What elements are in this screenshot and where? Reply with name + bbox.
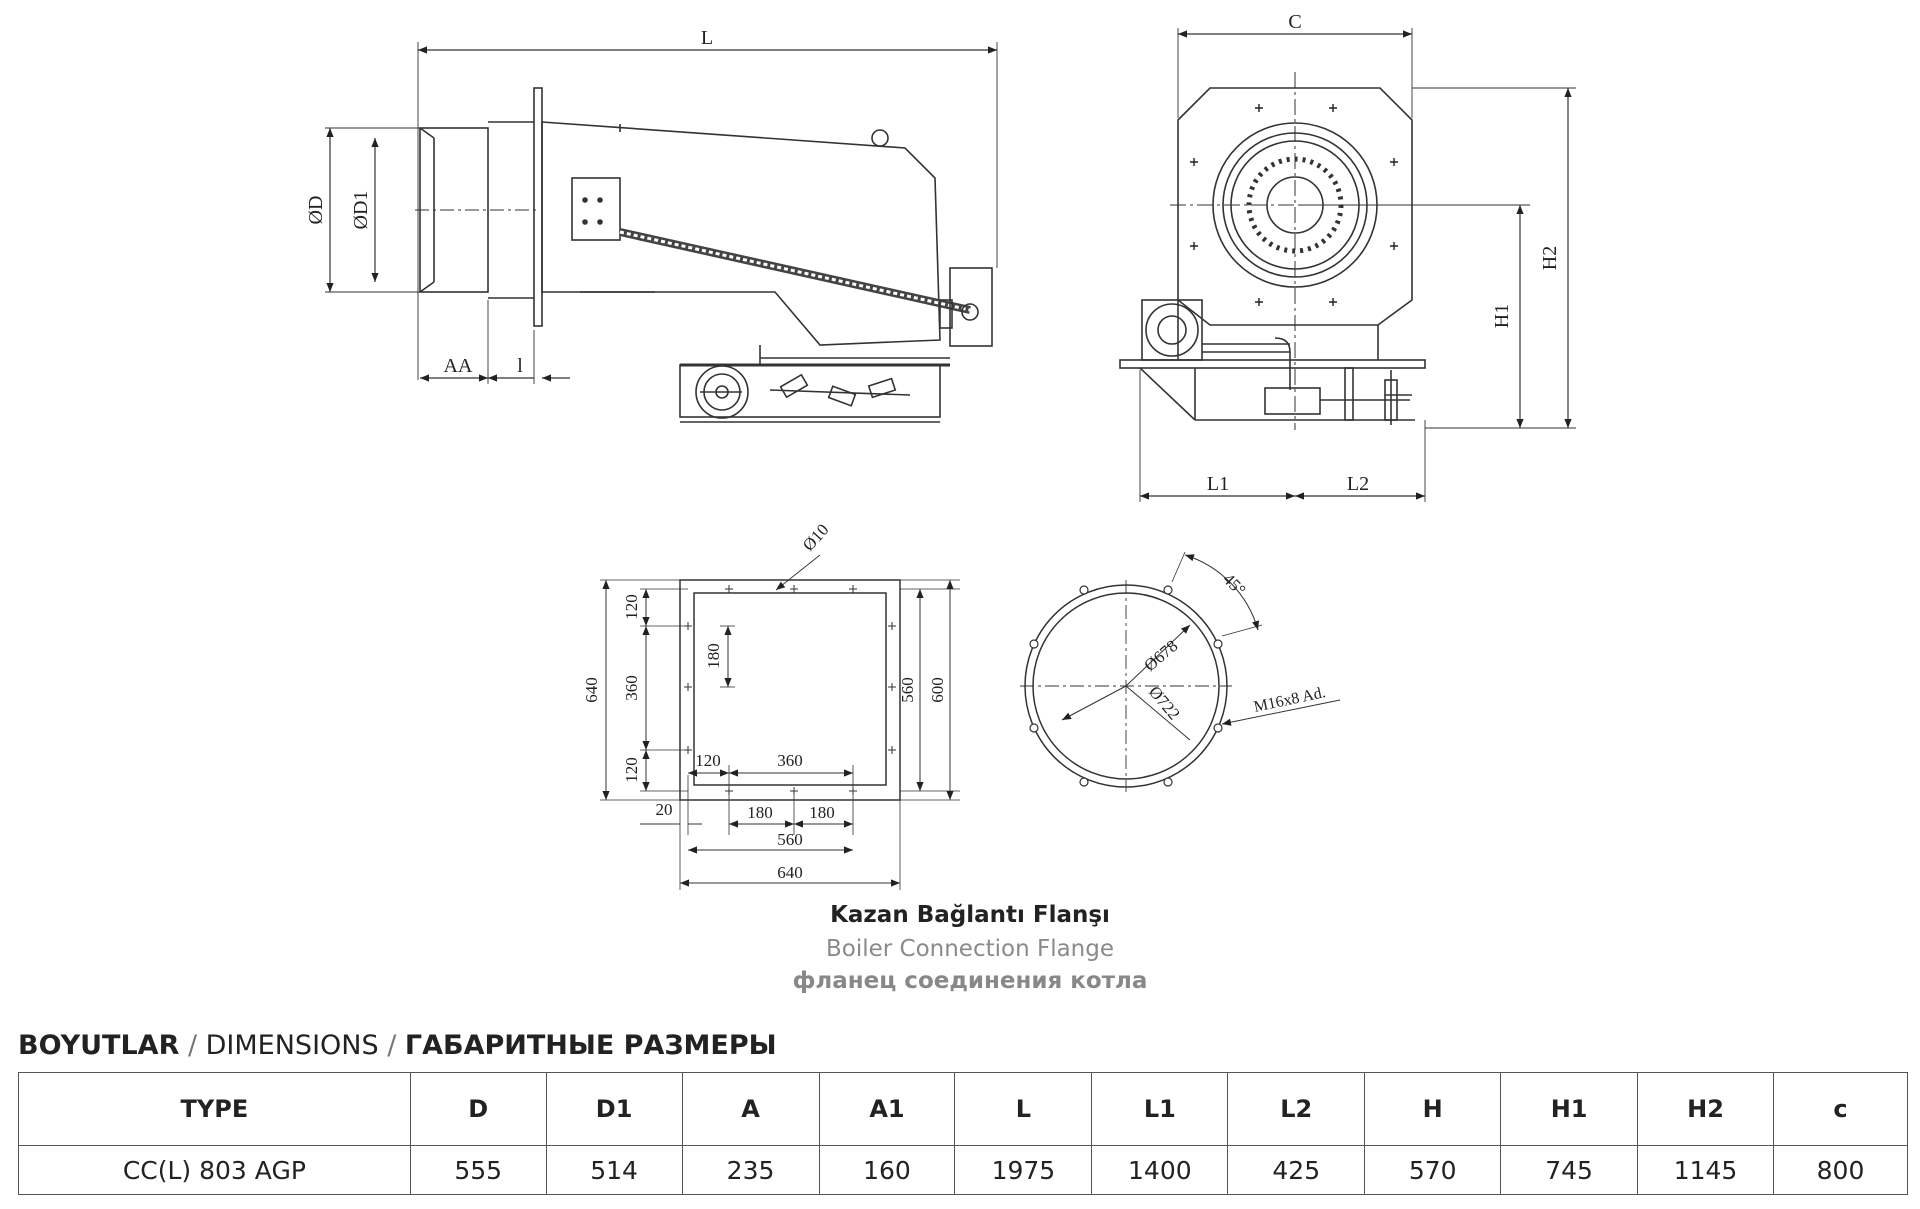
round-flange-dimensions bbox=[1061, 551, 1341, 741]
dim-D: ØD bbox=[305, 196, 327, 225]
heading-separator: / bbox=[179, 1030, 206, 1061]
dim-right-outer: 600 bbox=[928, 677, 947, 703]
round-flange-bolts bbox=[1029, 585, 1223, 787]
cell-type: CC(L) 803 AGP bbox=[18, 1145, 411, 1195]
dim-inner-vertical: 180 bbox=[704, 643, 723, 669]
dimensions-table: TYPE D D1 A A1 L L1 L2 H H1 H2 c CC(L) 8… bbox=[18, 1072, 1908, 1195]
header-d: D bbox=[409, 1072, 547, 1146]
header-d1: D1 bbox=[545, 1072, 683, 1146]
heading-turkish: BOYUTLAR bbox=[18, 1030, 180, 1061]
dim-H2: H2 bbox=[1539, 246, 1561, 270]
dim-bottom-outer: 640 bbox=[777, 863, 803, 882]
cell-d: 555 bbox=[409, 1145, 547, 1195]
cell-a1: 160 bbox=[818, 1145, 956, 1195]
table-header-row: TYPE D D1 A A1 L L1 L2 H H1 H2 c bbox=[18, 1072, 1908, 1146]
square-flange-dimensions bbox=[600, 554, 960, 890]
dim-L2: L2 bbox=[1347, 473, 1369, 495]
header-a1: A1 bbox=[818, 1072, 956, 1146]
dim-bottom-pitch-total: 360 bbox=[777, 751, 803, 770]
dim-bottom-pitch-1: 180 bbox=[747, 803, 773, 822]
dim-left-bottom: 120 bbox=[622, 757, 641, 783]
header-l1: L1 bbox=[1091, 1072, 1229, 1146]
cell-l1: 1400 bbox=[1091, 1145, 1229, 1195]
header-l2: L2 bbox=[1227, 1072, 1366, 1146]
cell-h1: 745 bbox=[1500, 1145, 1639, 1195]
caption-english: Boiler Connection Flange bbox=[825, 936, 1115, 962]
table-row: CC(L) 803 AGP 555 514 235 160 1975 1400 … bbox=[18, 1145, 1908, 1195]
dim-angle: 45° bbox=[1219, 569, 1249, 599]
dim-L1: L1 bbox=[1207, 473, 1229, 495]
side-view bbox=[415, 87, 993, 423]
dim-bolt-spec: M16x8 Ad. bbox=[1252, 684, 1327, 716]
dim-left-top: 120 bbox=[622, 594, 641, 620]
dim-L: L bbox=[701, 27, 713, 49]
heading-separator-2: / bbox=[378, 1030, 405, 1061]
cell-a: 235 bbox=[681, 1145, 820, 1195]
dim-overall-left: 640 bbox=[582, 677, 601, 703]
header-c: c bbox=[1773, 1072, 1908, 1146]
header-l: L bbox=[954, 1072, 1093, 1146]
dim-H1: H1 bbox=[1491, 304, 1513, 328]
dim-C: C bbox=[1288, 11, 1301, 33]
dim-D1: ØD1 bbox=[350, 191, 372, 230]
header-type: TYPE bbox=[18, 1072, 411, 1146]
cell-h: 570 bbox=[1364, 1145, 1502, 1195]
dim-hole-diameter: Ø10 bbox=[799, 520, 833, 554]
front-view-dimensions bbox=[1139, 28, 1576, 502]
dim-l: l bbox=[517, 355, 523, 377]
caption-russian: фланец соединения котла bbox=[792, 968, 1148, 994]
dim-left-middle: 360 bbox=[622, 675, 641, 701]
front-view bbox=[1119, 72, 1510, 430]
dim-bottom-inner: 560 bbox=[777, 830, 803, 849]
cell-l2: 425 bbox=[1227, 1145, 1366, 1195]
caption-turkish: Kazan Bağlantı Flanşı bbox=[830, 902, 1110, 928]
dim-inner-diameter: Ø678 bbox=[1140, 636, 1181, 675]
front-view-bolt-marks bbox=[1190, 104, 1398, 306]
cell-c: 800 bbox=[1773, 1145, 1908, 1195]
header-h2: H2 bbox=[1637, 1072, 1774, 1146]
heading-russian: ГАБАРИТНЫЕ РАЗМЕРЫ bbox=[404, 1030, 777, 1061]
header-h1: H1 bbox=[1500, 1072, 1639, 1146]
dim-AA: AA bbox=[444, 355, 473, 377]
dim-bottom-pitch-2: 180 bbox=[809, 803, 835, 822]
dim-bottom-offset: 120 bbox=[695, 751, 721, 770]
side-view-dimensions bbox=[325, 42, 998, 384]
header-h: H bbox=[1364, 1072, 1502, 1146]
dim-outer-diameter: Ø722 bbox=[1145, 682, 1184, 723]
cell-h2: 1145 bbox=[1637, 1145, 1774, 1195]
dim-edge-offset: 20 bbox=[656, 800, 673, 819]
cell-d1: 514 bbox=[545, 1145, 683, 1195]
cell-l: 1975 bbox=[954, 1145, 1093, 1195]
heading-english: DIMENSIONS bbox=[205, 1030, 379, 1061]
header-a: A bbox=[681, 1072, 820, 1146]
dimensions-heading: BOYUTLAR / DIMENSIONS / ГАБАРИТНЫЕ РАЗМЕ… bbox=[18, 1030, 777, 1061]
dim-right-inner: 560 bbox=[898, 677, 917, 703]
square-flange bbox=[679, 579, 901, 801]
